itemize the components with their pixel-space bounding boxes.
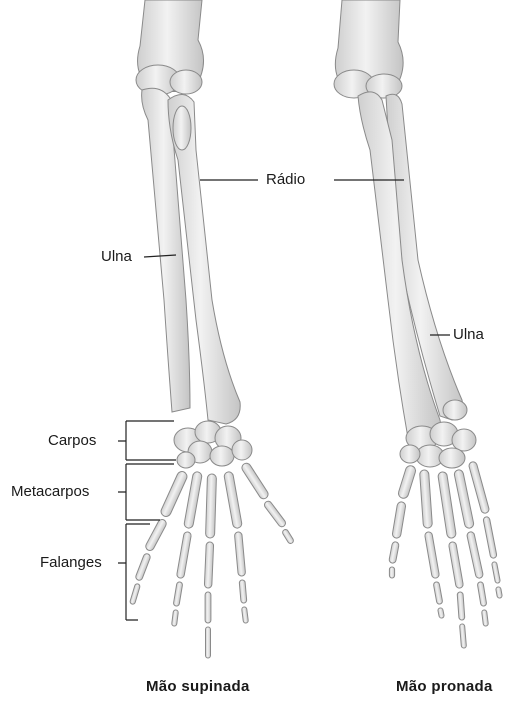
label-ulna-right: Ulna [453,327,484,342]
right-finger-2-bone-4 [438,608,445,619]
left-finger-3-bone-3 [205,592,211,623]
right-finger-4-bone-2 [466,531,483,579]
label-ulna-left: Ulna [101,249,132,264]
label-radius: Rádio [266,172,305,187]
carpals-bracket [118,421,176,460]
left-finger-2-bone-3 [173,582,183,607]
left-finger-5-bone-2 [263,500,287,528]
left-finger-2-bone-4 [172,610,179,627]
right-thumb-bone-2 [392,501,406,538]
left-hand-digits [130,462,295,658]
left-elbow-condyle-2 [170,70,202,94]
left-finger-4-bone-2 [234,532,245,577]
right-finger-4-bone-1 [454,469,475,529]
caption-pronated-hand: Mão pronada [396,679,493,694]
right-finger-2-bone-3 [433,581,443,604]
right-carpals [400,422,476,468]
right-finger-2-bone-2 [424,531,439,578]
left-thumb-bone-2 [144,518,167,552]
label-phalanges: Falanges [40,555,102,570]
right-finger-5-bone-2 [483,516,497,558]
left-finger-4-bone-4 [242,607,249,624]
right-finger-5-bone-3 [492,562,501,584]
left-finger-3-bone-4 [206,627,211,658]
label-carpals: Carpos [48,433,96,448]
right-finger-3-bone-2 [448,541,463,588]
left-finger-4-bone-1 [224,471,243,529]
left-thumb-bone-3 [135,553,151,581]
right-finger-5-bone-4 [496,587,503,599]
right-finger-4-bone-4 [482,610,489,627]
left-finger-3-bone-2 [204,542,213,588]
right-finger-3-bone-1 [438,471,457,538]
right-finger-2-bone-1 [420,470,433,529]
right-hand-digits [389,461,503,648]
left-finger-2-bone-2 [176,531,191,578]
right-thumb-bone-4 [389,567,394,578]
left-arm-supinated [136,0,252,468]
left-finger-5-bone-3 [282,528,295,544]
right-ulna-head [443,400,467,420]
right-finger-3-bone-4 [460,624,467,648]
left-carpals [174,421,252,468]
right-finger-3-bone-3 [457,592,465,620]
left-finger-5-bone-1 [240,462,270,501]
right-finger-4-bone-3 [477,582,487,607]
left-finger-3-bone-1 [206,474,217,538]
left-thumb-bone-1 [159,470,188,518]
caption-supinated-hand: Mão supinada [146,679,250,694]
right-finger-5-bone-1 [468,461,490,514]
label-metacarpals: Metacarpos [11,484,89,499]
left-radial-tuberosity [173,106,191,150]
right-thumb-bone-3 [389,541,400,563]
right-arm-pronated [334,0,476,468]
right-thumb-bone-1 [397,465,417,500]
left-thumb-bone-4 [130,583,141,604]
left-finger-4-bone-3 [239,580,247,604]
